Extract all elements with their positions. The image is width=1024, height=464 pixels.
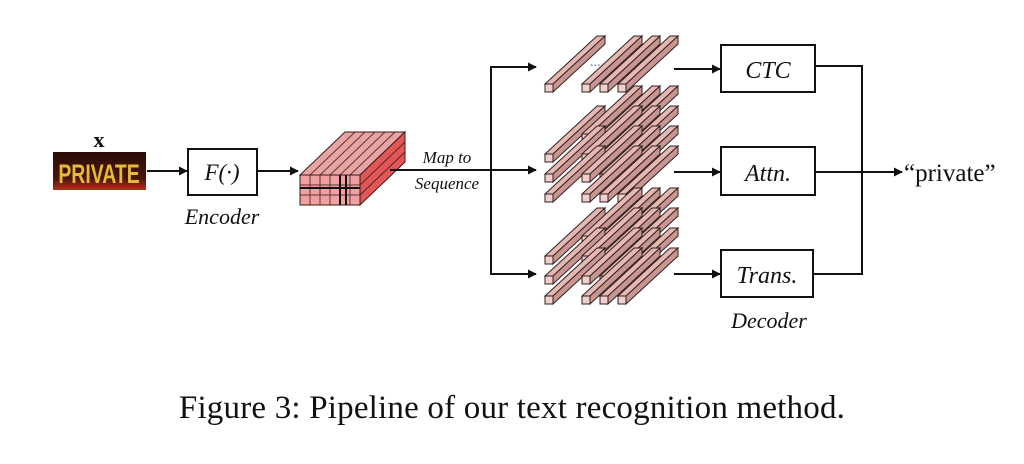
encoder-box-label: F(·) <box>203 160 239 185</box>
input-image: PRIVATE <box>53 152 146 190</box>
ctc-label: CTC <box>745 58 791 84</box>
decoder-caption: Decoder <box>730 308 807 333</box>
encoder-box <box>187 148 258 196</box>
trans-label: Trans. <box>737 263 798 289</box>
sequence-label: Sequence <box>415 174 480 193</box>
map-to-label: Map to <box>422 148 472 167</box>
sequence-ellipsis: ... <box>590 55 601 70</box>
ctc-decoder-box <box>720 44 816 93</box>
input-variable-label: x <box>94 127 105 152</box>
figure-caption: Figure 3: Pipeline of our text recogniti… <box>178 390 846 426</box>
trans-decoder-box <box>720 249 814 298</box>
sequence-1d: ... <box>544 35 679 93</box>
merge-line <box>814 65 863 275</box>
sequence-2d-middle <box>544 85 679 203</box>
attn-label: Attn. <box>743 161 791 187</box>
input-image-text: PRIVATE <box>58 159 139 189</box>
encoder-caption: Encoder <box>184 204 260 229</box>
output-text: “private” <box>904 160 996 187</box>
attn-decoder-box <box>720 146 816 196</box>
feature-map-block <box>298 130 407 207</box>
sequence-2d-bottom <box>544 187 679 305</box>
